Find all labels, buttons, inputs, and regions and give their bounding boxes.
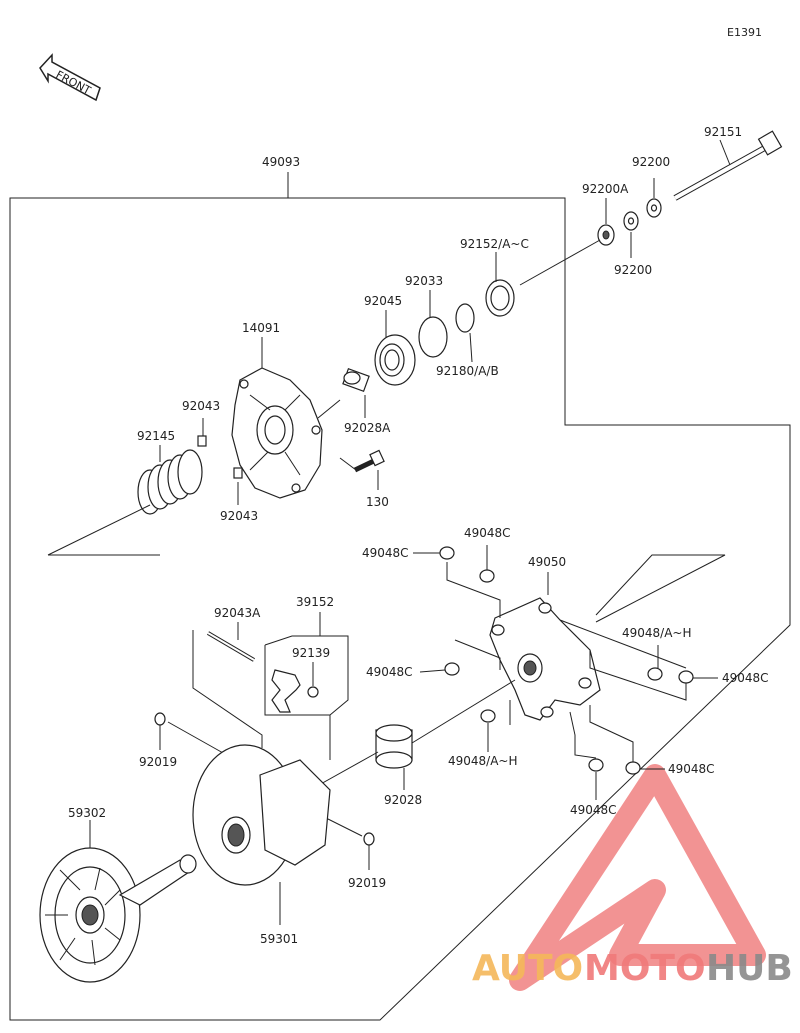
label-92043A: 92043A <box>214 606 261 620</box>
nut-49048C-a <box>439 546 455 560</box>
label-92045: 92045 <box>364 294 402 308</box>
label-92019-right: 92019 <box>348 876 386 890</box>
sheave-59301 <box>192 744 331 886</box>
roller-weight-39152 <box>271 669 301 713</box>
label-92033: 92033 <box>405 274 443 288</box>
washer-hole <box>650 204 658 212</box>
label-49093: 49093 <box>262 155 300 169</box>
bearing-92045 <box>374 334 416 386</box>
label-49048C-right: 49048C <box>722 671 769 685</box>
label-49048C-bottom: 49048C <box>570 803 617 817</box>
label-92019-left: 92019 <box>139 755 177 769</box>
label-92200-top: 92200 <box>632 155 670 169</box>
label-49048C-top: 49048C <box>464 526 511 540</box>
label-39152: 39152 <box>296 595 334 609</box>
pin-92043A <box>206 631 256 662</box>
watermark-moto: MOTO <box>584 948 706 989</box>
label-49048AH-bottom: 49048/A~H <box>448 754 518 768</box>
label-59301: 59301 <box>260 932 298 946</box>
label-49048C-mid: 49048C <box>366 665 413 679</box>
circlip-92033 <box>418 316 448 358</box>
bushing-92028A <box>342 367 370 393</box>
label-92043-top: 92043 <box>182 399 220 413</box>
watermark-hub: HUB <box>706 948 793 989</box>
washer-hole <box>602 230 610 240</box>
watermark-logo <box>509 764 766 991</box>
nut-49048C-c <box>444 662 460 676</box>
label-92152: 92152/A~C <box>460 237 529 251</box>
label-92180: 92180/A/B <box>436 364 499 378</box>
group-frame <box>9 197 791 1021</box>
nut-49048C-e <box>625 761 641 775</box>
label-49048AH-right: 49048/A~H <box>622 626 692 640</box>
nut-49048AH-b <box>480 709 496 723</box>
label-92151: 92151 <box>704 125 742 139</box>
watermark-auto: AUTO <box>472 948 583 989</box>
label-130: 130 <box>366 495 389 509</box>
label-14091: 14091 <box>242 321 280 335</box>
label-92028: 92028 <box>384 793 422 807</box>
nut-92019-right <box>363 832 375 846</box>
diagram-code: E1391 <box>727 26 762 39</box>
roller-bracket-box <box>264 635 349 760</box>
watermark-text: AUTO MOTO HUB <box>472 948 793 989</box>
bushing-92139 <box>307 686 319 698</box>
label-49050: 49050 <box>528 555 566 569</box>
circlip-92180 <box>455 303 475 333</box>
pin-92043-bottom <box>233 467 243 479</box>
hub-14091 <box>231 367 323 499</box>
label-92200-bottom: 92200 <box>614 263 652 277</box>
nut-49048C-d <box>678 670 694 684</box>
leader-92151 <box>719 139 731 166</box>
pin-92043-top <box>197 435 207 447</box>
bolt-92151 <box>673 130 783 201</box>
bolt-130 <box>353 449 385 473</box>
washer-hole <box>627 217 635 225</box>
nut-49048C-b <box>479 569 495 583</box>
sheave-59302 <box>39 847 197 983</box>
nut-49048C-f <box>588 758 604 772</box>
label-92028A: 92028A <box>344 421 391 435</box>
spring-92145 <box>137 449 203 515</box>
nut-49048AH-a <box>647 667 663 681</box>
front-label: FRONT <box>54 68 94 97</box>
bushing-92028 <box>375 724 413 769</box>
arm-49050 <box>489 597 601 721</box>
label-92145: 92145 <box>137 429 175 443</box>
label-49048C-bottom-right: 49048C <box>668 762 715 776</box>
nut-92019-left <box>154 712 166 726</box>
label-49048C-left: 49048C <box>362 546 409 560</box>
label-92043-bottom: 92043 <box>220 509 258 523</box>
label-92200A: 92200A <box>582 182 629 196</box>
label-92139: 92139 <box>292 646 330 660</box>
label-59302: 59302 <box>68 806 106 820</box>
front-arrow-icon: FRONT <box>39 53 101 102</box>
